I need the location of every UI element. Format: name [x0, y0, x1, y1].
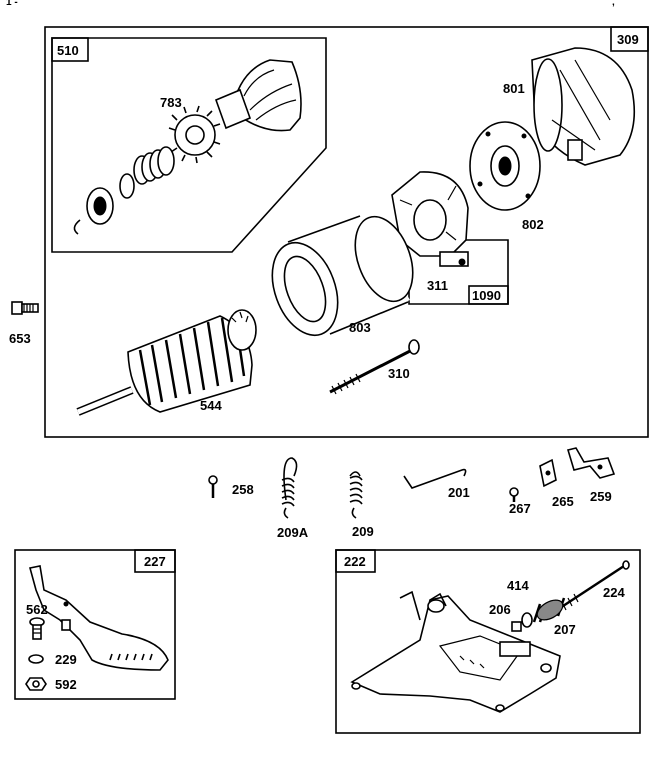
label-310: 310: [388, 366, 410, 381]
screw-562: [29, 617, 45, 640]
brush-holder-311: [391, 171, 469, 267]
box-1090-label: 1090: [472, 288, 501, 303]
box-227: [14, 549, 176, 700]
label-258: 258: [232, 482, 254, 497]
spring-510: [133, 146, 175, 185]
label-803: 803: [349, 320, 371, 335]
box-309-tag: [610, 26, 649, 52]
label-265: 265: [552, 494, 574, 509]
box-510-tag: [51, 37, 89, 62]
label-544: 544: [200, 398, 222, 413]
label-801: 801: [503, 81, 525, 96]
header-left-text: 1 -: [6, 0, 18, 8]
spring-209a: [281, 457, 298, 519]
box-510: [51, 37, 327, 253]
nut-206: [511, 621, 522, 632]
bolt-653: [11, 301, 39, 315]
label-311: 311: [427, 278, 448, 293]
wire-link-201: [403, 468, 467, 489]
tension-screw-224: [559, 560, 630, 611]
washer-414: [521, 612, 533, 628]
bracket-259: [566, 447, 616, 479]
drive-pinion-783: [168, 59, 302, 164]
motor-housing-803: [271, 215, 414, 337]
header-right-text: ,: [612, 0, 615, 8]
label-562: 562: [26, 602, 48, 617]
label-592: 592: [55, 677, 77, 692]
label-802: 802: [522, 217, 544, 232]
label-783: 783: [160, 95, 182, 110]
label-229: 229: [55, 652, 77, 667]
end-plate-802: [469, 121, 541, 211]
washer-510: [119, 173, 135, 199]
spring-207: [532, 597, 566, 623]
box-309: [44, 26, 649, 438]
box-222: [335, 549, 641, 734]
collar-510: [86, 187, 114, 225]
governor-plate-222: [350, 590, 561, 713]
washer-229: [28, 654, 44, 664]
label-259: 259: [590, 489, 612, 504]
armature-544: [76, 309, 257, 416]
box-222-label: 222: [344, 554, 366, 569]
label-206: 206: [489, 602, 511, 617]
box-222-tag: [335, 549, 376, 573]
retaining-clip-510: [73, 219, 81, 235]
box-227-tag: [134, 549, 176, 573]
end-cap-801: [531, 47, 636, 166]
box-1090-tag: [468, 285, 509, 305]
label-209a: 209A: [277, 525, 309, 540]
screw-267: [509, 487, 519, 502]
label-209: 209: [352, 524, 374, 539]
box-309-label: 309: [617, 32, 639, 47]
spring-209: [349, 471, 363, 519]
label-653: 653: [9, 331, 31, 346]
control-lever-227: [29, 565, 169, 671]
nut-592: [25, 677, 47, 691]
bracket-265: [539, 458, 557, 488]
screw-258: [208, 475, 218, 498]
label-414: 414: [507, 578, 529, 593]
label-207: 207: [554, 622, 576, 637]
box-510-label: 510: [57, 43, 79, 58]
label-267: 267: [509, 501, 531, 516]
through-bolt-310: [329, 339, 420, 395]
label-224: 224: [603, 585, 625, 600]
box-227-label: 227: [144, 554, 166, 569]
label-201: 201: [448, 485, 470, 500]
